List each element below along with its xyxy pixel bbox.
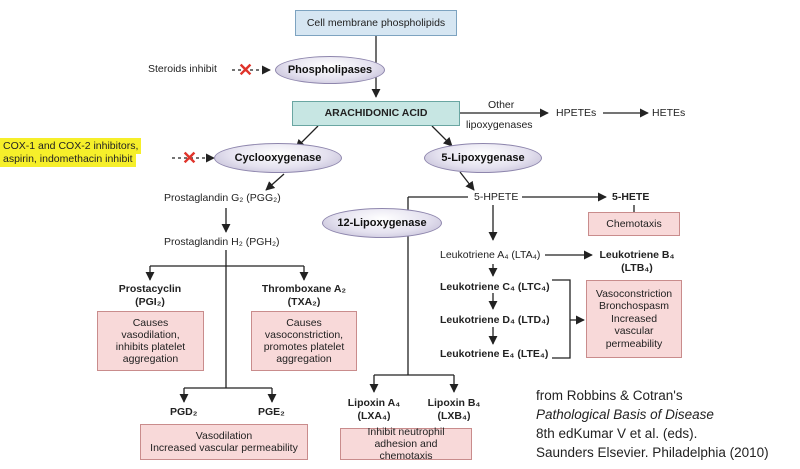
pg-effect-line2: Increased vascular permeability xyxy=(150,442,298,454)
thromboxane-label: Thromboxane A₂ (TXA₂) xyxy=(254,283,354,309)
pg-effect-line1: Vasodilation xyxy=(195,429,253,442)
lipoxin-effect-box: Inhibit neutrophil adhesion and chemotax… xyxy=(340,425,472,463)
cyclooxygenase-enzyme: Cyclooxygenase xyxy=(214,143,342,173)
pg-effect-box: Vasodilation Increased vascular permeabi… xyxy=(140,424,308,460)
ltb4-label: Leukotriene B₄ (LTB₄) xyxy=(590,249,684,275)
lte4-label: Leukotriene E₄ (LTE₄) xyxy=(440,348,549,360)
lt-effect-line4: vascular xyxy=(614,325,654,338)
prostacyclin-effect-box: Causes vasodilation, inhibits platelet a… xyxy=(97,311,204,371)
lxa4-abbrev: (LXA₄) xyxy=(357,410,391,422)
cox-block-x-icon: ✕ xyxy=(182,148,198,168)
lxb4-label: Lipoxin B₄ (LXB₄) xyxy=(418,397,490,423)
pgd2-label: PGD₂ xyxy=(170,406,198,418)
leukotriene-effect-box: Vasoconstriction Bronchospasm Increased … xyxy=(586,280,682,358)
other-lipoxygenases-line2: lipoxygenases xyxy=(466,119,533,131)
arrow-cox-to-pgg2 xyxy=(265,173,285,191)
chemotaxis-box: Chemotaxis xyxy=(588,212,680,236)
hetes-label: HETEs xyxy=(652,107,686,119)
lt-effect-line2: Bronchospasm xyxy=(598,300,670,313)
cox-inhibitors-line1: COX-1 and COX-2 inhibitors, xyxy=(0,138,142,154)
arachidonic-acid-label: ARACHIDONIC ACID xyxy=(324,107,428,120)
pge2-label: PGE₂ xyxy=(258,406,285,418)
ltd4-label: Leukotriene D₄ (LTD₄) xyxy=(440,314,550,326)
cox-inhibitors-line2: aspirin, indomethacin inhibit xyxy=(0,151,136,167)
cell-membrane-label: Cell membrane phospholipids xyxy=(306,16,446,29)
hpetes-label: HPETEs xyxy=(556,107,597,119)
thromboxane-abbrev: (TXA₂) xyxy=(287,296,321,308)
cyclooxygenase-label: Cyclooxygenase xyxy=(234,152,322,164)
arrow-aa-to-5lox xyxy=(431,125,453,147)
arrow-5lox-to-5hpete xyxy=(459,171,475,191)
citation: from Robbins & Cotran's Pathological Bas… xyxy=(536,386,769,462)
citation-line3: 8th edKumar V et al. (eds). xyxy=(536,426,698,441)
twelve-lipoxygenase-enzyme: 12-Lipoxygenase xyxy=(322,208,442,238)
chemotaxis-label: Chemotaxis xyxy=(606,217,662,230)
twelve-lipoxygenase-label: 12-Lipoxygenase xyxy=(337,217,427,229)
pgh2-label: Prostaglandin H₂ (PGH₂) xyxy=(164,236,280,248)
five-lipoxygenase-label: 5-Lipoxygenase xyxy=(441,152,525,164)
lxb4-name: Lipoxin B₄ xyxy=(427,397,481,409)
pgg2-label: Prostaglandin G₂ (PGG₂) xyxy=(164,192,281,204)
thromboxane-name: Thromboxane A₂ xyxy=(261,283,347,295)
prostacyclin-label: Prostacyclin (PGI₂) xyxy=(110,283,190,309)
five-lipoxygenase-enzyme: 5-Lipoxygenase xyxy=(424,143,542,173)
lt-effect-line1: Vasoconstriction xyxy=(595,287,673,300)
cell-membrane-box: Cell membrane phospholipids xyxy=(295,10,457,36)
arachidonic-acid-box: ARACHIDONIC ACID xyxy=(292,101,460,126)
ltb4-abbrev: (LTB₄) xyxy=(621,262,653,274)
prostacyclin-name: Prostacyclin xyxy=(118,283,182,295)
lxa4-name: Lipoxin A₄ xyxy=(347,397,401,409)
citation-line2: Pathological Basis of Disease xyxy=(536,407,714,422)
prostacyclin-effect-text: Causes vasodilation, inhibits platelet a… xyxy=(115,316,186,366)
phospholipases-enzyme: Phospholipases xyxy=(275,56,385,84)
other-lipoxygenases-line1: Other xyxy=(488,99,515,111)
lt-effect-line3: Increased xyxy=(610,312,658,325)
lipoxin-effect-text: Inhibit neutrophil adhesion and chemotax… xyxy=(367,425,445,463)
steroids-inhibit-label: Steroids inhibit xyxy=(148,63,217,75)
steroids-block-x-icon: ✕ xyxy=(238,60,254,80)
five-hete-label: 5-HETE xyxy=(612,191,650,203)
lxa4-label: Lipoxin A₄ (LXA₄) xyxy=(338,397,410,423)
citation-line1: from Robbins & Cotran's xyxy=(536,388,683,403)
thromboxane-effect-text: Causes vasoconstriction, promotes platel… xyxy=(263,316,345,366)
lt-effect-line5: permeability xyxy=(605,337,663,350)
citation-line4: Saunders Elsevier. Philadelphia (2010) xyxy=(536,445,769,460)
lxb4-abbrev: (LXB₄) xyxy=(437,410,471,422)
ltc4-label: Leukotriene C₄ (LTC₄) xyxy=(440,281,550,293)
lta4-label: Leukotriene A₄ (LTA₄) xyxy=(440,249,541,261)
five-hpete-label: 5-HPETE xyxy=(472,191,521,203)
thromboxane-effect-box: Causes vasoconstriction, promotes platel… xyxy=(251,311,357,371)
prostacyclin-abbrev: (PGI₂) xyxy=(135,296,165,308)
phospholipases-label: Phospholipases xyxy=(287,64,373,76)
ltb4-name: Leukotriene B₄ xyxy=(599,249,675,261)
cox-inhibitors-note: COX-1 and COX-2 inhibitors, aspirin, ind… xyxy=(0,138,142,167)
